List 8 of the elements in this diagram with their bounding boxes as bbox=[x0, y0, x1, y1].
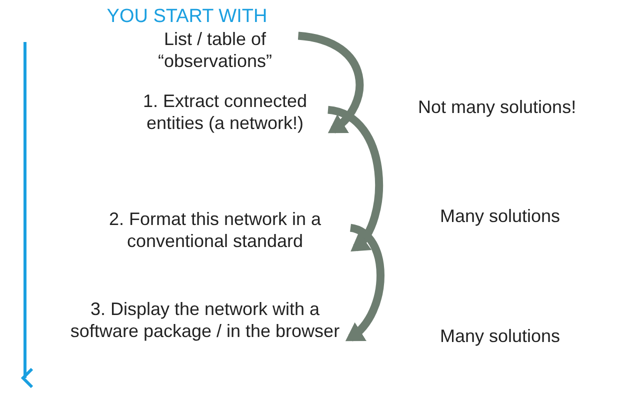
heading: YOU START WITH bbox=[106, 6, 268, 28]
curved-arrow bbox=[327, 106, 384, 252]
curved-arrow bbox=[298, 32, 364, 134]
step-text: List / table of “observations” bbox=[156, 28, 273, 72]
step-text: 1. Extract connected entities (a network!) bbox=[142, 90, 308, 134]
step-text: 3. Display the network with a software package / in the browser bbox=[69, 298, 341, 342]
step-text: 2. Format this network in a conventional standard bbox=[108, 208, 322, 252]
curved-arrow bbox=[346, 224, 384, 342]
